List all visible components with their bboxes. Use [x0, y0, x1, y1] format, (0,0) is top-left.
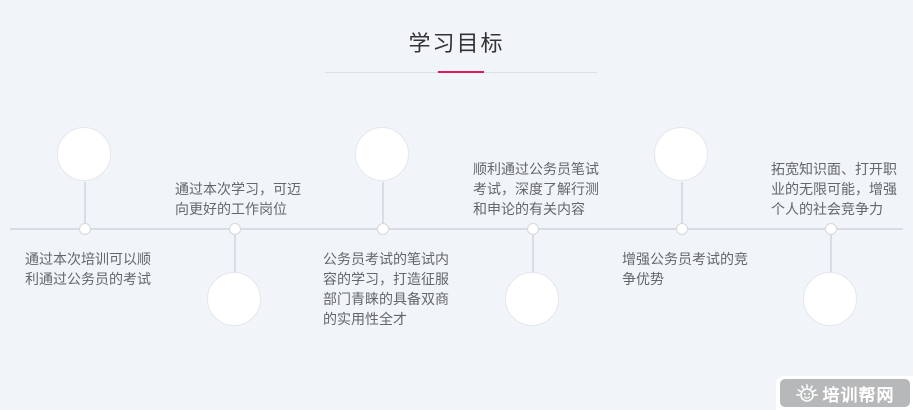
connector-stem: [681, 182, 683, 223]
title-divider: [325, 71, 597, 73]
timeline-line: [10, 228, 903, 230]
connector-stem: [382, 182, 384, 223]
watermark-badge: 培训帮网: [780, 379, 910, 407]
page-title: 学习目标: [408, 31, 505, 56]
watermark-brand: 培训帮网: [822, 385, 895, 405]
connector-stem: [532, 235, 534, 272]
milestone-circle: [803, 272, 857, 326]
connector-stem: [830, 235, 832, 272]
milestone-circle: [505, 272, 559, 326]
timeline-dot: [229, 223, 241, 235]
smiley-sun-icon: [795, 382, 818, 404]
milestone-circle: [355, 127, 409, 181]
timeline-dot: [79, 223, 91, 235]
milestone-text: 顺利通过公务员笔试考试，深度了解行测和申论的有关内容: [473, 161, 599, 217]
timeline-dot: [825, 223, 837, 235]
timeline-dot: [676, 223, 688, 235]
milestone-circle: [654, 127, 708, 181]
timeline-dot: [377, 223, 389, 235]
divider-accent: [438, 71, 484, 73]
timeline-dot: [527, 223, 539, 235]
milestone-text: 通过本次培训可以顺利通过公务员的考试: [25, 251, 151, 287]
milestone-text: 增强公务员考试的竞争优势: [622, 251, 748, 287]
milestone-text: 公务员考试的笔试内容的学习，打造征服部门青睐的具备双商的实用性全才: [323, 251, 449, 327]
milestone-text: 通过本次学习，可迈向更好的工作岗位: [175, 181, 301, 217]
milestone-circle: [207, 272, 261, 326]
connector-stem: [84, 182, 86, 223]
connector-stem: [234, 235, 236, 272]
milestone-text: 拓宽知识面、打开职业的无限可能，增强个人的社会竞争力: [771, 161, 897, 217]
milestone-circle: [57, 127, 111, 181]
watermark: 培训帮网: [776, 376, 913, 410]
